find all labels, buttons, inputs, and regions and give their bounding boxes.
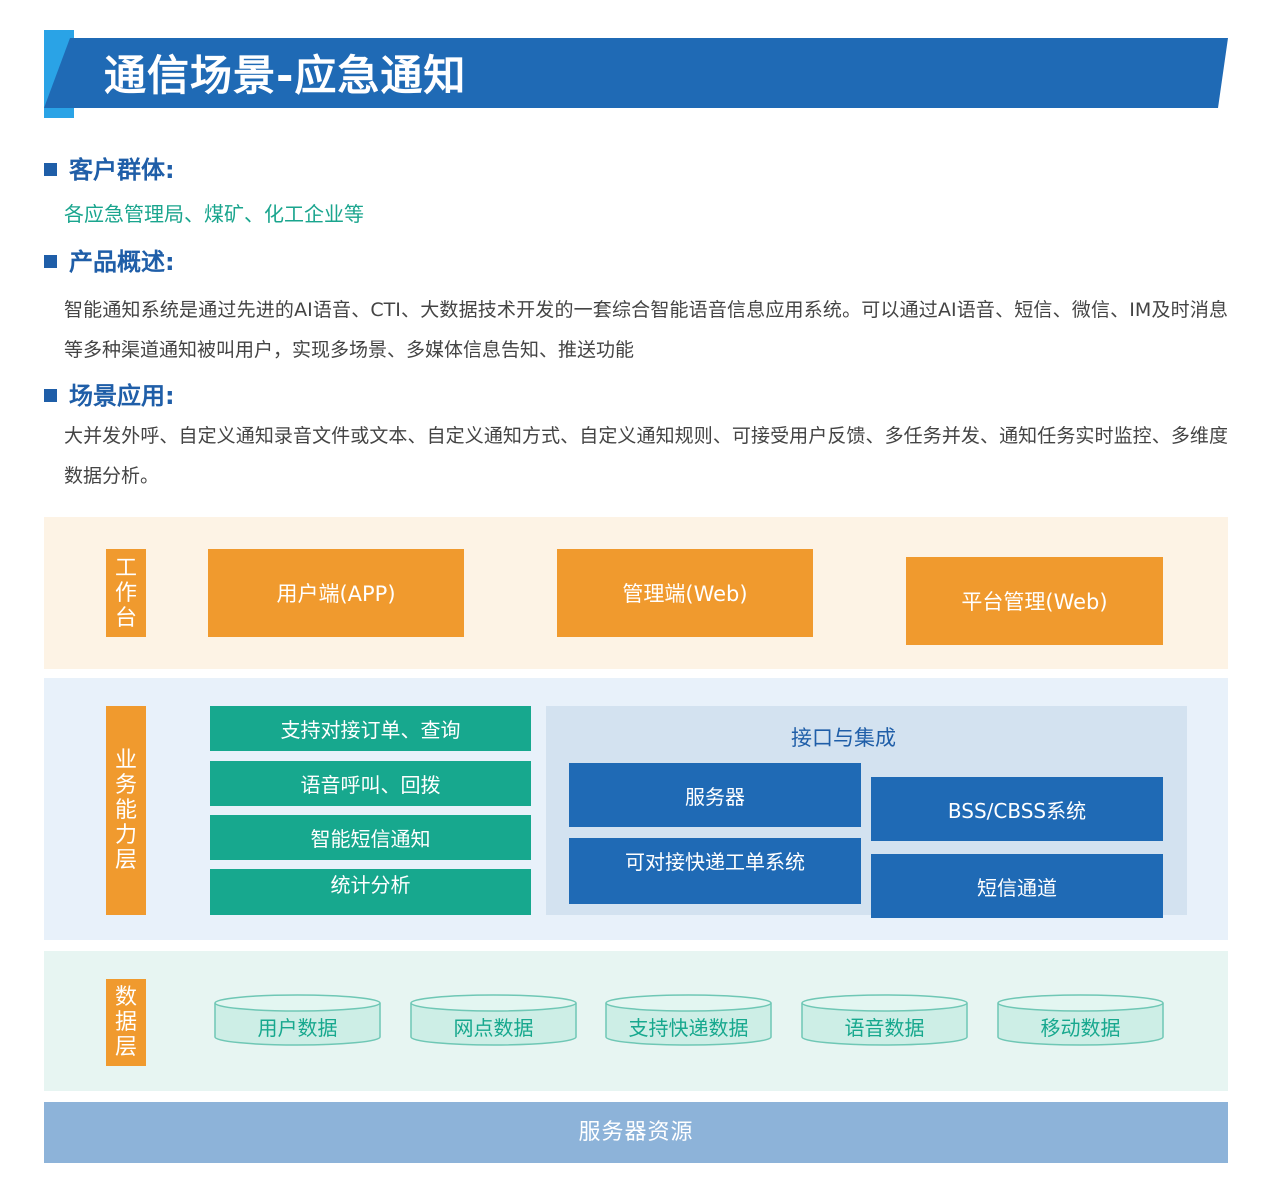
data-store-outlet-label: 网点数据 — [453, 1016, 534, 1040]
title-banner — [44, 38, 1228, 108]
data-store-express-label: 支持快递数据 — [628, 1016, 749, 1040]
database-cylinder-icon — [410, 994, 577, 1046]
data-store-mobile: 移动数据 — [997, 994, 1164, 1046]
square-bullet-icon — [44, 163, 57, 176]
data-store-user-label: 用户数据 — [257, 1016, 338, 1040]
data-label-text: 数据层 — [115, 985, 138, 1060]
workbench-box-admin-web: 管理端(Web) — [557, 549, 813, 637]
business-label: 业务能力层 — [106, 706, 146, 915]
feature-voice-call: 语音呼叫、回拨 — [210, 761, 531, 806]
database-cylinder-icon — [801, 994, 968, 1046]
data-store-user: 用户数据 — [214, 994, 381, 1046]
integration-server: 服务器 — [569, 763, 861, 827]
scenarios-heading: 场景应用: — [44, 380, 175, 412]
workbench-label: 工作台 — [106, 549, 146, 637]
customers-heading-text: 客户群体: — [69, 156, 175, 184]
feature-order-query: 支持对接订单、查询 — [210, 706, 531, 751]
workbench-box-user-app: 用户端(APP) — [208, 549, 464, 637]
integration-title: 接口与集成 — [791, 726, 896, 750]
database-cylinder-icon — [605, 994, 772, 1046]
scenarios-text: 大并发外呼、自定义通知录音文件或文本、自定义通知方式、自定义通知规则、可接受用户… — [64, 425, 1228, 487]
data-store-outlet: 网点数据 — [410, 994, 577, 1046]
customers-text: 各应急管理局、煤矿、化工企业等 — [64, 202, 364, 226]
integration-express-system: 可对接快递工单系统 — [569, 838, 861, 904]
square-bullet-icon — [44, 389, 57, 402]
scenarios-heading-text: 场景应用: — [69, 382, 175, 410]
overview-text: 智能通知系统是通过先进的AI语音、CTI、大数据技术开发的一套综合智能语音信息应… — [64, 299, 1228, 361]
data-store-express: 支持快递数据 — [605, 994, 772, 1046]
customers-heading: 客户群体: — [44, 154, 175, 186]
data-store-voice-label: 语音数据 — [844, 1016, 925, 1040]
integration-bss-cbss: BSS/CBSS系统 — [871, 777, 1163, 841]
server-resources-band: 服务器资源 — [44, 1102, 1228, 1163]
workbench-box-platform-web: 平台管理(Web) — [906, 557, 1163, 645]
data-store-mobile-label: 移动数据 — [1040, 1016, 1121, 1040]
overview-heading-text: 产品概述: — [69, 248, 175, 276]
business-label-text: 业务能力层 — [115, 748, 138, 873]
workbench-label-text: 工作台 — [115, 555, 138, 631]
database-cylinder-icon — [214, 994, 381, 1046]
integration-sms-channel: 短信通道 — [871, 854, 1163, 918]
overview-heading: 产品概述: — [44, 246, 175, 278]
data-label: 数据层 — [106, 979, 146, 1066]
page-title: 通信场景-应急通知 — [104, 51, 467, 100]
data-store-voice: 语音数据 — [801, 994, 968, 1046]
feature-statistics: 统计分析 — [210, 869, 531, 915]
feature-sms-notify: 智能短信通知 — [210, 815, 531, 860]
database-cylinder-icon — [997, 994, 1164, 1046]
square-bullet-icon — [44, 255, 57, 268]
